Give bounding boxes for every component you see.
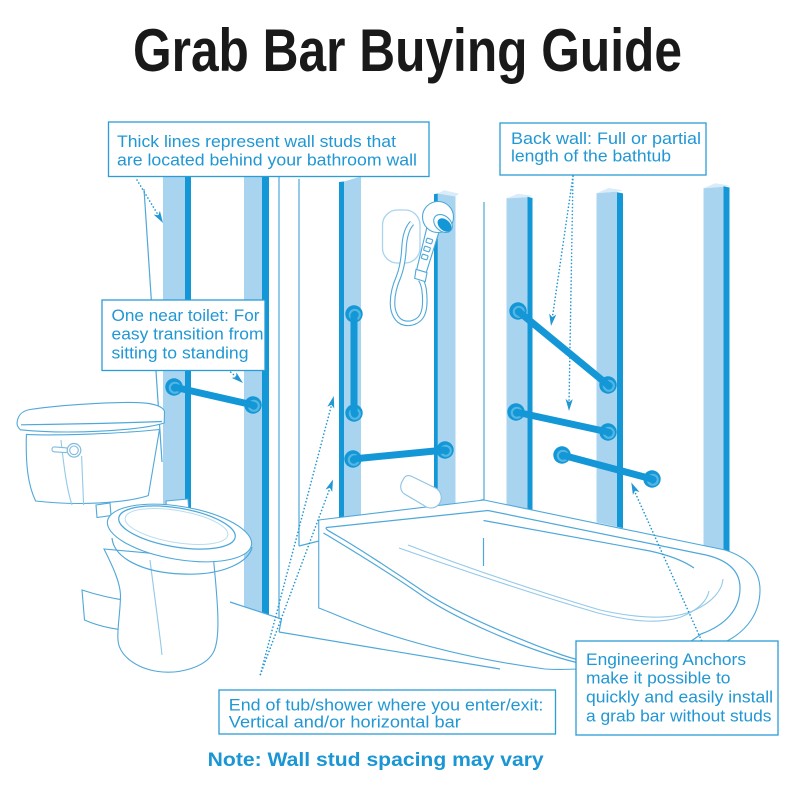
svg-text:Thick lines represent wall stu: Thick lines represent wall studs that <box>117 132 396 151</box>
svg-text:Back wall: Full or partial: Back wall: Full or partial <box>511 129 701 148</box>
svg-text:Engineering Anchors: Engineering Anchors <box>586 650 746 669</box>
svg-text:are located behind your bathro: are located behind your bathroom wall <box>117 151 417 170</box>
svg-text:Grab Bar Buying Guide: Grab Bar Buying Guide <box>133 17 682 84</box>
svg-text:Vertical and/or horizontal bar: Vertical and/or horizontal bar <box>229 713 461 732</box>
svg-text:quickly and easily install: quickly and easily install <box>586 688 773 707</box>
svg-text:One near toilet: For: One near toilet: For <box>112 306 260 325</box>
svg-text:easy transition from: easy transition from <box>112 325 264 344</box>
svg-text:length of the bathtub: length of the bathtub <box>511 146 671 165</box>
svg-text:End of tub/shower where you en: End of tub/shower where you enter/exit: <box>229 695 544 714</box>
svg-text:a grab bar without studs: a grab bar without studs <box>586 706 772 725</box>
svg-text:sitting to standing: sitting to standing <box>112 343 249 362</box>
svg-text:Note: Wall stud spacing may va: Note: Wall stud spacing may vary <box>208 750 544 771</box>
svg-text:make it possible to: make it possible to <box>586 669 731 688</box>
